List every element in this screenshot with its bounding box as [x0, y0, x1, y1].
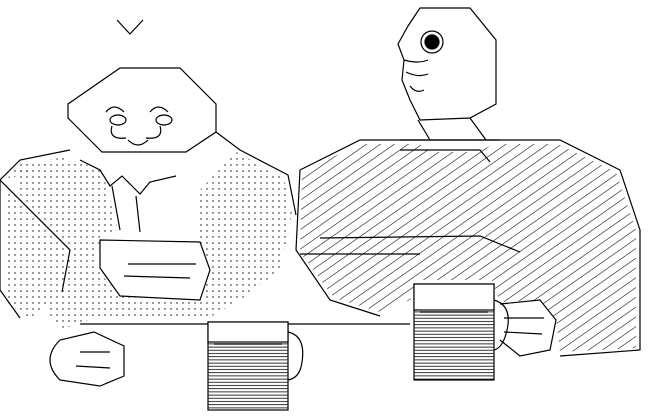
left-hand — [49, 331, 125, 387]
right-head — [397, 7, 497, 121]
right-hand — [499, 299, 557, 357]
right-torso — [295, 139, 641, 357]
right-body-texture — [300, 144, 636, 352]
left-body-texture — [4, 152, 292, 330]
chevron-down-icon — [116, 19, 144, 35]
left-head — [67, 67, 217, 153]
left-face — [105, 106, 169, 146]
right-figure — [295, 7, 641, 357]
mug-left — [207, 321, 304, 411]
mug-right — [413, 283, 509, 381]
eye-icon — [424, 34, 440, 50]
left-arm — [99, 239, 211, 301]
